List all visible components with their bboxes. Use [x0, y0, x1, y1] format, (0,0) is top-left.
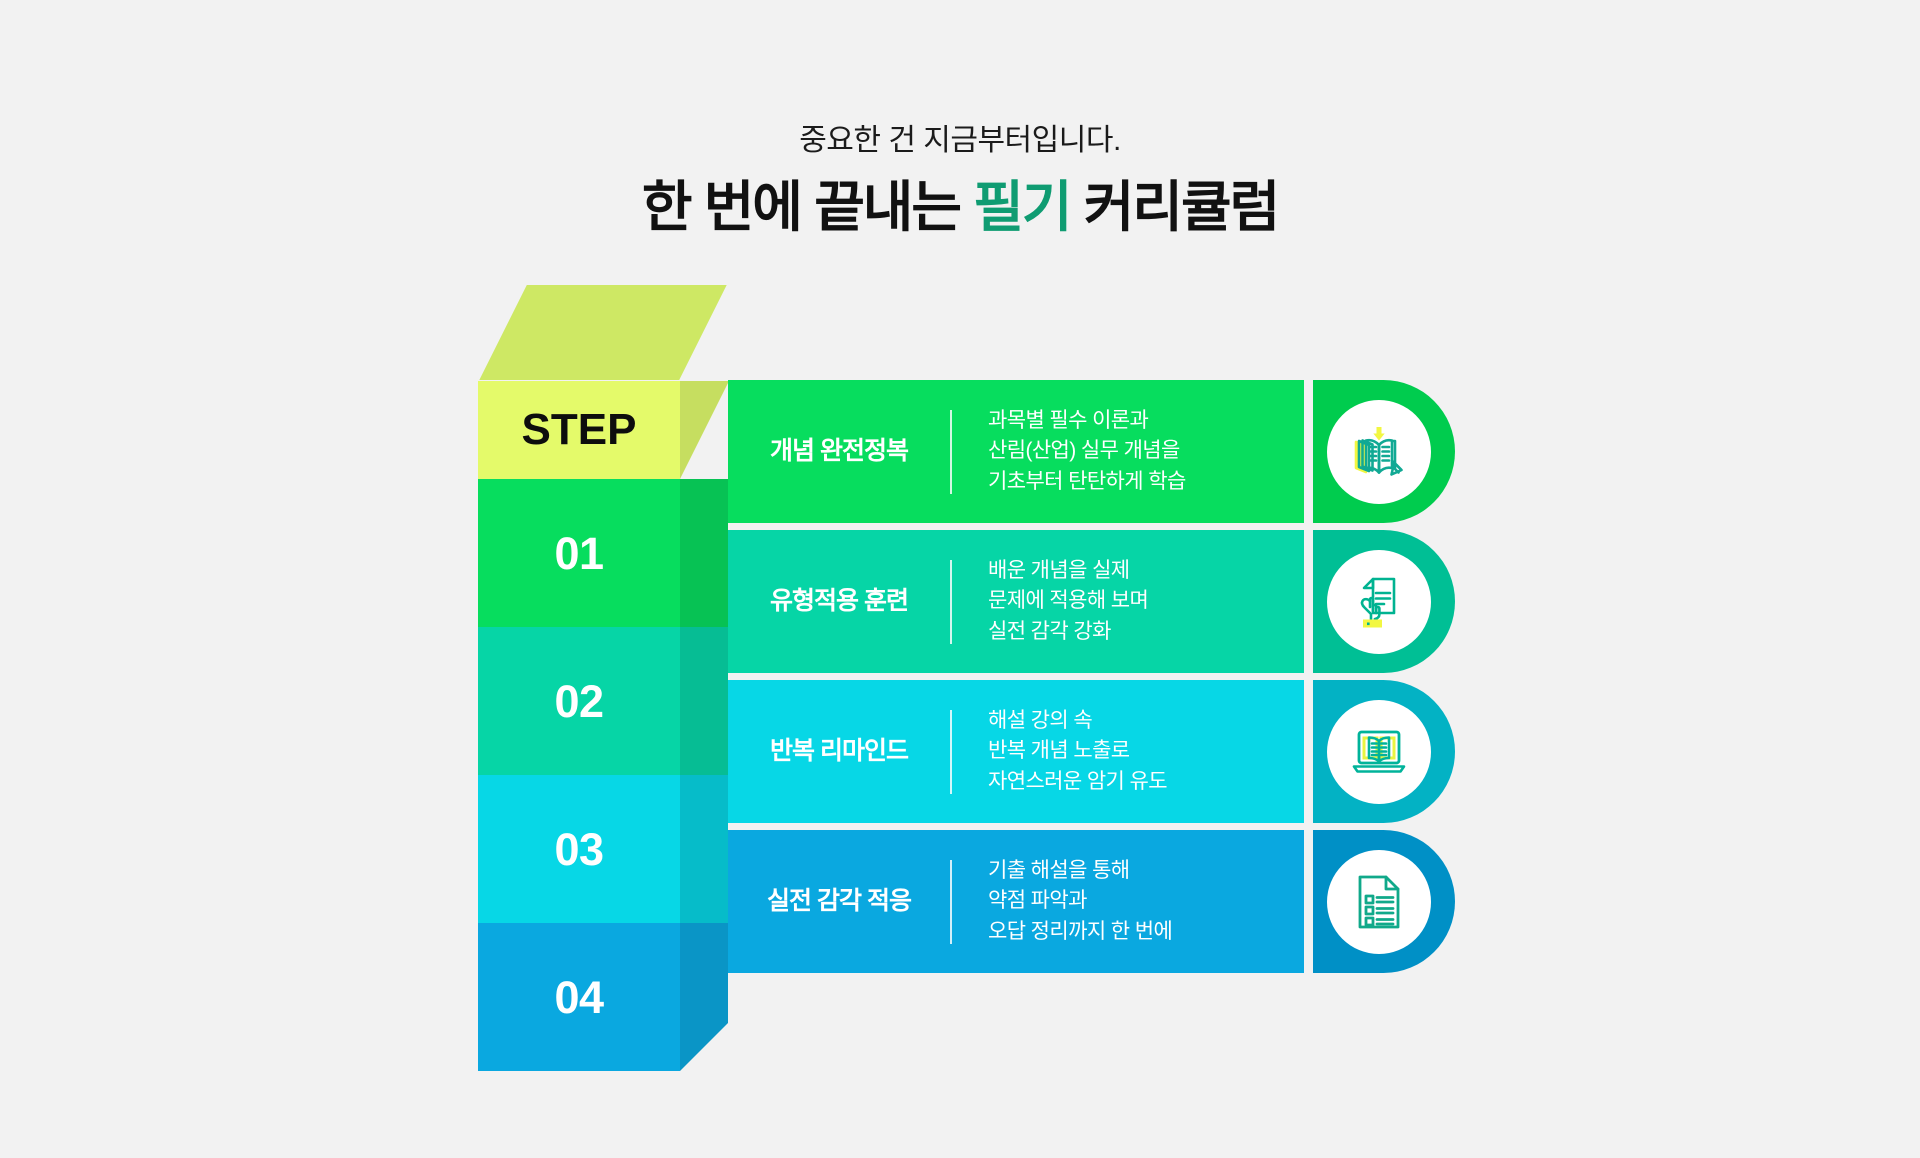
step-row-02-badge	[1313, 530, 1455, 673]
number-block-03: 03	[478, 775, 728, 923]
step-label: STEP	[521, 405, 637, 454]
number-block-02-side	[680, 627, 728, 775]
step-block-header: STEP	[478, 381, 728, 479]
checklist-document-icon	[1327, 849, 1431, 954]
step-block-front: STEP	[478, 381, 680, 479]
block-number-03: 03	[554, 823, 604, 875]
block-number-02: 02	[554, 675, 604, 727]
divider-line	[950, 409, 952, 494]
step-row-04-desc: 기출 해설을 통해 약점 파악과 오답 정리까지 한 번에	[988, 858, 1173, 943]
number-block-01-front: 01	[478, 479, 680, 627]
number-block-02-front: 02	[478, 627, 680, 775]
step-row-01-badge	[1313, 380, 1455, 523]
number-block-01-side	[680, 479, 728, 627]
step-row-03-bar: 반복 리마인드 해설 강의 속 반복 개념 노출로 자연스러운 암기 유도	[728, 680, 1304, 823]
step-row-04-title: 실전 감각 적응	[767, 887, 912, 915]
step-row-04-badge	[1313, 830, 1455, 973]
title-part-after: 커리큘럼	[1070, 176, 1280, 238]
header-block: 중요한 건 지금부터입니다. 한 번에 끝내는 필기 커리큘럼	[0, 0, 1920, 235]
number-block-03-side	[680, 775, 728, 923]
subtitle: 중요한 건 지금부터입니다.	[799, 124, 1121, 157]
number-block-02: 02	[478, 627, 728, 775]
step-row-02-desc: 배운 개념을 실제 문제에 적용해 보며 실전 감각 강화	[988, 558, 1149, 643]
step-row-01-bar: 개념 완전정복 과목별 필수 이론과 산림(산업) 실무 개념을 기초부터 탄탄…	[728, 380, 1304, 523]
title-highlight: 필기	[973, 176, 1072, 238]
title-part-before: 한 번에 끝내는	[641, 176, 974, 238]
hand-document-icon	[1327, 549, 1431, 654]
cube-top-face	[479, 285, 727, 380]
step-tower: STEP 01 02 03 04	[478, 285, 728, 1073]
number-block-04-front: 04	[478, 923, 680, 1071]
number-block-01: 01	[478, 479, 728, 627]
book-pencil-download-icon	[1327, 399, 1431, 504]
laptop-book-icon	[1327, 699, 1431, 804]
page-title: 한 번에 끝내는 필기 커리큘럼	[0, 180, 1920, 235]
step-row-03-title: 반복 리마인드	[770, 737, 909, 765]
step-row-03-badge	[1313, 680, 1455, 823]
number-block-04: 04	[478, 923, 728, 1071]
divider-line	[950, 559, 952, 644]
block-number-04: 04	[554, 971, 604, 1023]
step-row-03-desc: 해설 강의 속 반복 개념 노출로 자연스러운 암기 유도	[988, 708, 1168, 793]
step-block-side	[680, 381, 728, 479]
step-row-01-desc: 과목별 필수 이론과 산림(산업) 실무 개념을 기초부터 탄탄하게 학습	[988, 408, 1186, 493]
step-row-04-bar: 실전 감각 적응 기출 해설을 통해 약점 파악과 오답 정리까지 한 번에	[728, 830, 1304, 973]
step-row-01-title: 개념 완전정복	[770, 437, 909, 465]
divider-line	[950, 859, 952, 944]
step-row-02-bar: 유형적용 훈련 배운 개념을 실제 문제에 적용해 보며 실전 감각 강화	[728, 530, 1304, 673]
step-row-02-title: 유형적용 훈련	[770, 587, 909, 615]
number-block-04-side	[680, 923, 728, 1071]
block-number-01: 01	[554, 527, 604, 579]
number-block-03-front: 03	[478, 775, 680, 923]
divider-line	[950, 709, 952, 794]
